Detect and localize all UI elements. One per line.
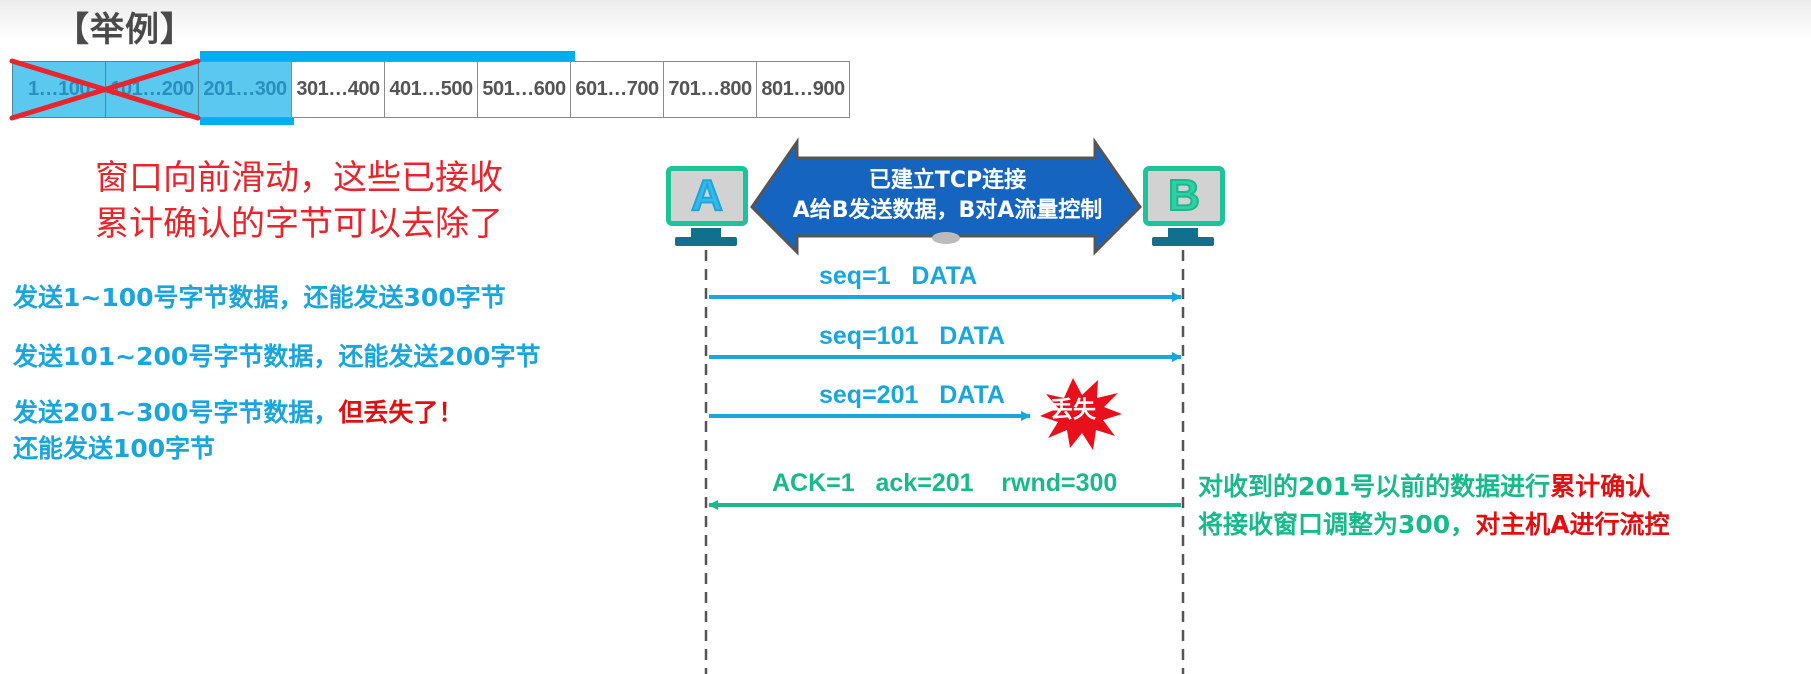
slide-note-line1: 窗口向前滑动，这些已接收 bbox=[95, 158, 503, 198]
connection-line2: A给B发送数据，B对A流量控制 bbox=[792, 198, 1103, 223]
host-b-label: B bbox=[1167, 170, 1201, 221]
ack-note-line1-highlight: 累计确认 bbox=[1550, 472, 1651, 501]
lost-highlight: 但丢失了 bbox=[338, 398, 439, 427]
host-b: B bbox=[1143, 166, 1225, 246]
slide-note: 窗口向前滑动，这些已接收 累计确认的字节可以去除了 bbox=[95, 155, 503, 247]
byte-sequence: 1…100 101…200 201…300 301…400 401…500 50… bbox=[12, 61, 850, 118]
byte-cell: 601…700 bbox=[571, 61, 664, 118]
connection-double-arrow bbox=[750, 137, 1142, 256]
byte-cell: 201…300 bbox=[199, 61, 292, 118]
byte-cell: 501…600 bbox=[478, 61, 571, 118]
send-note-3-text: 发送201~300号字节数据， bbox=[13, 398, 339, 427]
byte-cell: 701…800 bbox=[664, 61, 757, 118]
send-note-3-line2: 还能发送100字节 bbox=[13, 434, 216, 463]
connection-label: 已建立TCP连接 A给B发送数据，B对A流量控制 bbox=[760, 166, 1135, 226]
ack-note-line2-text: 将接收窗口调整为300， bbox=[1198, 510, 1476, 539]
monitor-icon: B bbox=[1143, 166, 1225, 226]
slide-note-line2: 累计确认的字节可以去除了 bbox=[95, 204, 503, 244]
send-note-2: 发送101~200号字节数据，还能发送200字节 bbox=[13, 342, 541, 371]
message-label-seq1: seq=1 DATA bbox=[819, 262, 978, 290]
send-window-bar bbox=[200, 51, 575, 61]
message-label-ack: ACK=1 ack=201 rwnd=300 bbox=[772, 469, 1118, 497]
monitor-base bbox=[1152, 237, 1214, 246]
monitor-stand bbox=[1168, 228, 1198, 237]
host-a-label: A bbox=[690, 170, 724, 221]
ack-note-line2-highlight: 对主机A进行流控 bbox=[1475, 510, 1670, 539]
ack-note-line1-text: 对收到的201号以前的数据进行 bbox=[1198, 472, 1551, 501]
send-note-1: 发送1~100号字节数据，还能发送300字节 bbox=[13, 283, 506, 312]
ack-note: 对收到的201号以前的数据进行累计确认 将接收窗口调整为300，对主机A进行流控 bbox=[1198, 468, 1670, 544]
byte-cell: 1…100 bbox=[12, 61, 106, 118]
lost-burst-icon bbox=[1040, 378, 1122, 450]
byte-cell: 801…900 bbox=[757, 61, 850, 118]
ack-note-line1: 对收到的201号以前的数据进行累计确认 bbox=[1198, 468, 1670, 506]
byte-cell: 301…400 bbox=[292, 61, 385, 118]
send-window-bar-edge bbox=[200, 118, 294, 125]
message-label-seq101: seq=101 DATA bbox=[819, 322, 1005, 350]
acked-cross-line bbox=[9, 58, 201, 121]
lost-label: 丢失 bbox=[1050, 397, 1096, 423]
monitor-icon: A bbox=[666, 166, 748, 226]
connection-line1: 已建立TCP连接 bbox=[868, 168, 1027, 193]
monitor-base bbox=[675, 237, 737, 246]
byte-cell: 101…200 bbox=[106, 61, 199, 118]
host-a: A bbox=[666, 166, 748, 246]
message-label-seq201: seq=201 DATA bbox=[819, 381, 1005, 409]
example-title: 【举例】 bbox=[55, 10, 195, 50]
shadow bbox=[932, 232, 960, 244]
byte-cell: 401…500 bbox=[385, 61, 478, 118]
monitor-stand bbox=[691, 228, 721, 237]
send-note-3: 发送201~300号字节数据，但丢失了！ 还能发送100字节 bbox=[13, 395, 463, 467]
exclaim: ！ bbox=[438, 398, 464, 427]
ack-note-line2: 将接收窗口调整为300，对主机A进行流控 bbox=[1198, 506, 1670, 544]
